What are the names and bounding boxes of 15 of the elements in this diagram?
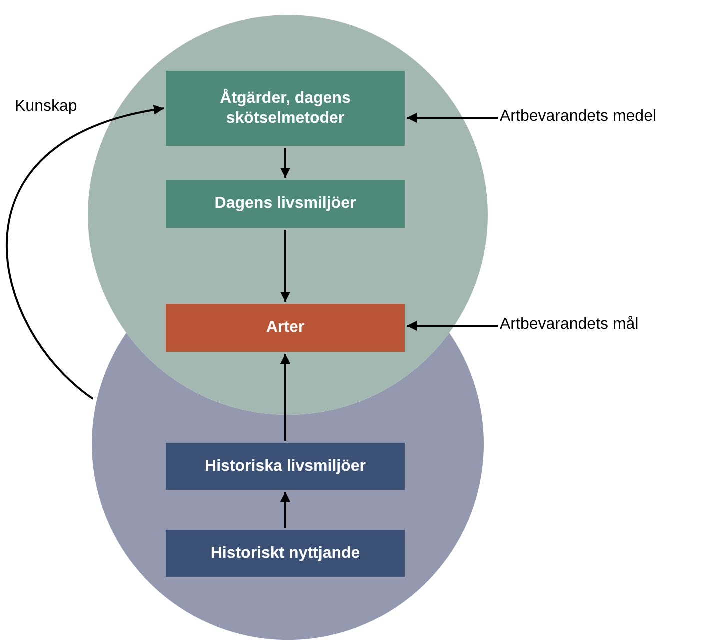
arrow: [407, 321, 498, 331]
arrow: [280, 492, 290, 528]
text-label: Artbevarandets mål: [500, 316, 700, 336]
process-box: Åtgärder, dagens skötselmetoder: [166, 71, 405, 146]
process-box: Historiskt nyttjande: [166, 530, 405, 577]
arrow: [280, 354, 290, 441]
text-label: Artbevarandets medel: [500, 108, 700, 128]
arrow: [407, 113, 498, 123]
arrow: [280, 230, 290, 302]
process-box: Arter: [166, 304, 405, 352]
arrow: [6, 106, 164, 400]
process-box: Historiska livsmiljöer: [166, 443, 405, 490]
process-box: Dagens livsmiljöer: [166, 180, 405, 228]
edge-label: Kunskap: [15, 98, 78, 116]
arrow: [280, 148, 290, 178]
